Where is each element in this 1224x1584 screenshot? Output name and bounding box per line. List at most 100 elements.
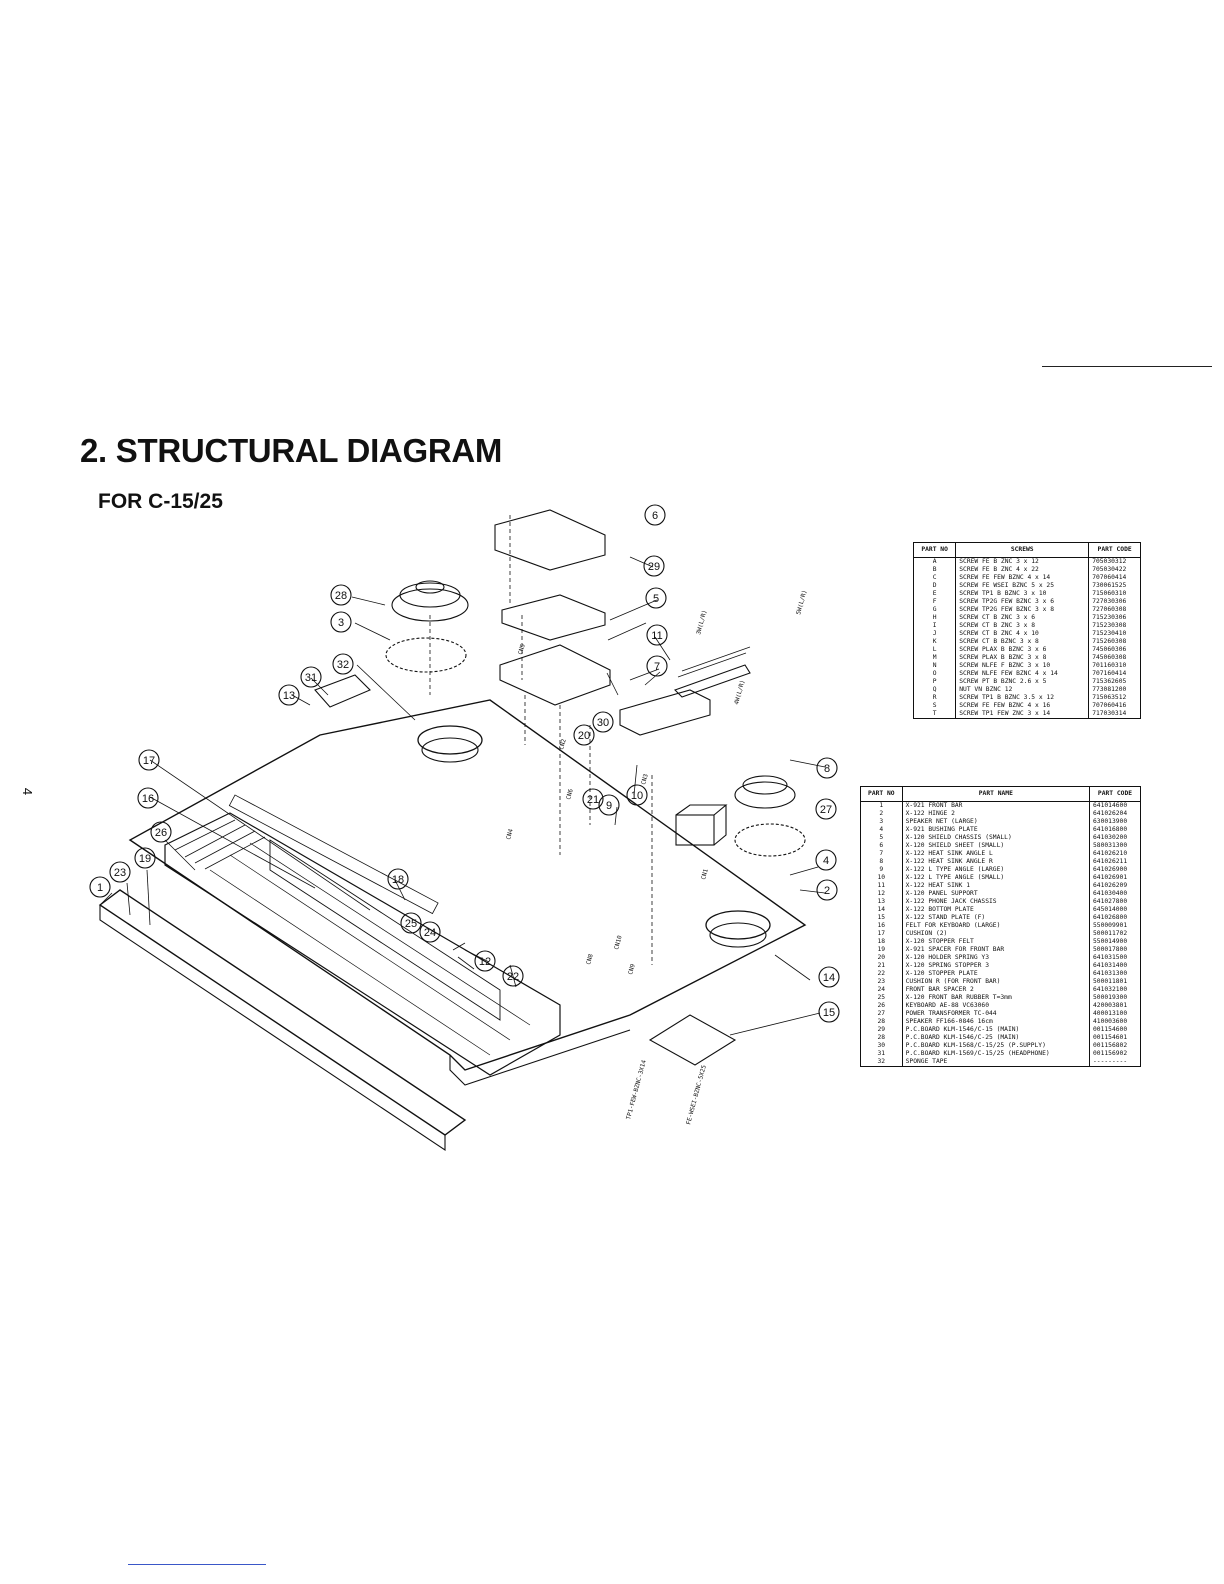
table-cell: T	[912, 710, 957, 719]
table-cell: 641016800	[1088, 826, 1142, 834]
callout-circle	[89, 876, 111, 898]
callout-label: 1	[97, 882, 103, 894]
keyboard	[164, 812, 561, 1076]
table-cell: 1	[860, 801, 903, 810]
table-cell: 641031300	[1088, 970, 1142, 978]
parts-col-part-name: PART NAME	[901, 786, 1090, 802]
screws-col-part-no: PART NO	[912, 542, 957, 558]
table-cell: 717030314	[1088, 710, 1141, 719]
table-cell: 5	[860, 834, 903, 842]
wire-label: 4W(L/R)	[733, 679, 746, 705]
table-cell: 18	[860, 938, 903, 946]
wire-label: CN10	[613, 934, 624, 950]
table-cell: SPEAKER FF166-0846 16cm	[901, 1018, 1090, 1026]
table-cell: 641026209	[1088, 882, 1142, 890]
callout-label: 23	[114, 867, 126, 879]
table-cell: 715060310	[1088, 590, 1141, 598]
table-cell: 641027800	[1088, 898, 1142, 906]
callout-circle	[502, 965, 524, 987]
model-subtitle: FOR C-15/25	[98, 490, 223, 513]
callout-circle	[592, 711, 614, 733]
callout-label: 14	[823, 972, 835, 984]
table-cell: 707060414	[1088, 574, 1141, 582]
table-cell: 7	[860, 850, 903, 858]
table-cell: 773081200	[1088, 686, 1141, 694]
callout-label: 15	[823, 1007, 835, 1019]
table-cell: 410003600	[1088, 1018, 1142, 1026]
callout-label: 20	[578, 730, 590, 742]
table-cell: P	[912, 678, 957, 686]
table-cell: C	[912, 574, 957, 582]
wire-label: CN6	[565, 788, 575, 801]
wire-label: TP1-FEW-BZNC-3X14	[625, 1059, 648, 1121]
table-cell: X-120 SHIELD SHEET (SMALL)	[901, 842, 1090, 850]
callout-circle	[818, 1001, 840, 1023]
table-cell: 580031300	[1088, 842, 1142, 850]
wire-label: 5W(L/R)	[795, 589, 808, 615]
table-cell: 641031500	[1088, 954, 1142, 962]
table-cell: 28	[860, 1034, 903, 1042]
table-cell: 10	[860, 874, 903, 882]
callout-circle	[134, 847, 156, 869]
table-cell: 705030422	[1088, 566, 1141, 574]
parts-col-part-code: PART CODE	[1088, 786, 1142, 802]
table-cell: 641030400	[1088, 890, 1142, 898]
table-cell: 500019300	[1088, 994, 1142, 1002]
callout-circle	[626, 784, 648, 806]
table-cell: 29	[860, 1026, 903, 1034]
table-cell: 400013100	[1088, 1010, 1142, 1018]
table-cell: FRONT BAR SPACER 2	[901, 986, 1090, 994]
table-cell: 8	[860, 858, 903, 866]
bottom-rule	[128, 1564, 266, 1565]
wire-label: CN4	[505, 828, 515, 841]
table-cell: X-120 SHIELD CHASSIS (SMALL)	[901, 834, 1090, 842]
table-cell: X-122 HEAT SINK ANGLE L	[901, 850, 1090, 858]
screws-table-header: PART NO SCREWS PART CODE	[912, 542, 1141, 558]
table-cell: 2	[860, 810, 903, 818]
table-cell: S	[912, 702, 957, 710]
table-cell: 21	[860, 962, 903, 970]
callout-label: 3	[338, 617, 344, 629]
table-cell: 16	[860, 922, 903, 930]
callout-label: 26	[155, 827, 167, 839]
table-cell: 641030200	[1088, 834, 1142, 842]
table-cell: 550009901	[1088, 922, 1142, 930]
table-cell: J	[912, 630, 957, 638]
heat-sink	[673, 664, 751, 698]
table-cell: 30	[860, 1042, 903, 1050]
table-cell: X-921 FRONT BAR	[901, 801, 1090, 810]
page-number: 4	[20, 787, 36, 796]
table-cell: NUT VN BZNC 12	[955, 686, 1090, 694]
parts-col-part-no: PART NO	[860, 786, 903, 802]
callout-label: 18	[392, 874, 404, 886]
callout-circle	[387, 868, 409, 890]
table-cell: 705030312	[1088, 557, 1141, 566]
table-cell: 28	[860, 1018, 903, 1026]
table-cell: SCREW TP2G FEW BZNC 3 x 8	[955, 606, 1090, 614]
table-cell: SCREW FE FEW BZNC 4 x 16	[955, 702, 1090, 710]
table-cell: 715362605	[1088, 678, 1141, 686]
table-cell: 727030306	[1088, 598, 1141, 606]
table-cell: 27	[860, 1010, 903, 1018]
table-cell: 641026901	[1088, 874, 1142, 882]
table-cell: A	[912, 557, 957, 566]
table-cell: 4	[860, 826, 903, 834]
